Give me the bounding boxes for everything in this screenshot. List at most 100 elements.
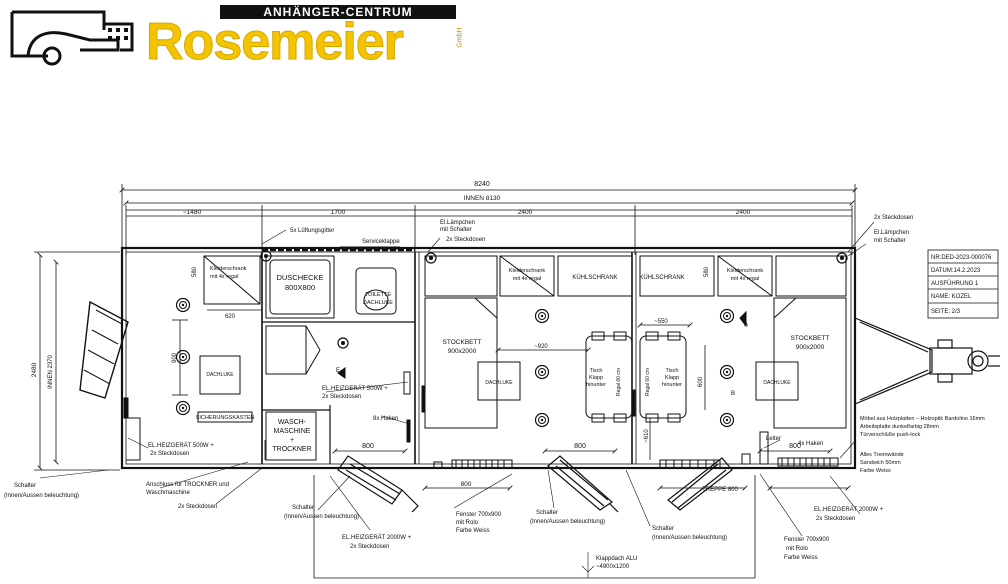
annotation-lamp: El.Lämpchen xyxy=(874,230,909,236)
room-label: DACHLUKE xyxy=(485,380,513,386)
room-label: DACHLUKE xyxy=(763,380,791,386)
ceiling-spot-icon xyxy=(534,364,550,380)
note-locks: Türverschlüße push-lock xyxy=(860,432,920,438)
annotation-switch: Schalter xyxy=(652,526,674,532)
bunk-room-right xyxy=(631,255,847,469)
fold-roof-markers xyxy=(581,552,595,578)
doors xyxy=(337,455,733,513)
lamp-icon xyxy=(337,337,349,349)
entry-zone xyxy=(79,255,261,461)
titleblock-name: NAME: KOZEL xyxy=(931,294,972,300)
annotation-window: mit Rolo xyxy=(456,520,479,526)
annotation-switch: Schalter xyxy=(536,510,558,516)
room-label: SICHERUNGSKASTEN xyxy=(196,415,255,421)
dim-620: 620 xyxy=(225,314,236,320)
annotation-sockets: 2x Steckdosen xyxy=(446,237,485,243)
dim-seg2: 1700 xyxy=(331,209,346,216)
annotation-switch-detail: (Innen/Aussen beleuchtung) xyxy=(284,514,359,520)
annotation-window: Farbe Weiss xyxy=(784,555,818,561)
dim-550: ~550 xyxy=(654,319,668,325)
annotation-hooks: 8x Haken xyxy=(373,416,398,422)
titleblock-number: NR:DED-2023-000076 xyxy=(931,255,992,261)
annotation-sockets: 2x Steckdosen xyxy=(350,544,389,550)
annotation-switch: Schalter xyxy=(14,483,36,489)
fridge-label: KÜHLSCHRANK xyxy=(639,274,684,281)
shelf-label: Regal 60 cm xyxy=(616,368,622,396)
notes: Möbel aus Holzplatten – Holzoptik Bardol… xyxy=(860,416,985,474)
titleblock-page: SEITE: 2/3 xyxy=(931,309,961,315)
annotation-sockets: 2x Steckdosen xyxy=(322,394,361,400)
ceiling-spot-icon xyxy=(719,364,735,380)
room-marker: E xyxy=(336,368,340,374)
annotation-connection: Anschluss für TROCKNER und xyxy=(146,482,229,488)
dim-inner: INNEN 8130 xyxy=(464,195,501,202)
shelf-label: Regal 60 cm xyxy=(645,368,651,396)
annotation-sockets: 2x Steckdosen xyxy=(874,215,913,221)
annotation-hooks: 4x Haken xyxy=(798,441,823,447)
ceiling-spot-icon xyxy=(175,400,191,416)
dim-800a: 800 xyxy=(362,443,374,450)
leader-lines xyxy=(39,221,875,537)
dim-inner-height: INNEN 2370 xyxy=(48,354,54,388)
dim-600: 600 xyxy=(698,376,704,387)
annotation-heater: EL.HEIZGERÄT 2000W + xyxy=(814,506,884,513)
trailer-logo-icon xyxy=(10,10,134,66)
dim-800c: 800 xyxy=(789,443,801,450)
room-label: DACHLUKE xyxy=(206,372,234,378)
title-block: NR:DED-2023-000076 DATUM:14.2.2023 AUSFÜ… xyxy=(927,249,999,319)
bunk-room-left xyxy=(421,255,633,469)
annotation-switch-detail: (Innen/Aussen beleuchtung) xyxy=(530,519,605,525)
note-walls: Farbe Weiss xyxy=(860,468,891,474)
annotation-switch-detail: (Innen/Aussen beleuchtung) xyxy=(4,493,79,499)
dim-height: 2480 xyxy=(31,362,38,377)
annotation-sockets: 2x Steckdosen xyxy=(150,451,189,457)
annotation-window: Farbe Weiss xyxy=(456,528,490,534)
annotation-lamp: El.Lämpchen xyxy=(440,220,475,226)
titleblock-date: DATUM:14.2.2023 xyxy=(931,268,981,274)
brand-name: Rosemeier xyxy=(146,13,405,71)
bathroom-zone xyxy=(265,255,411,461)
annotation-switch: Schalter xyxy=(292,505,314,511)
ceiling-spot-icon xyxy=(534,308,550,324)
annotation-lamp-switch: mit Schalter xyxy=(874,238,906,244)
annotation-fold-roof: Klappdach ALU xyxy=(596,556,637,562)
dim-treppe: TREPPE 800 xyxy=(702,487,738,493)
annotation-ladder: Leiter xyxy=(766,436,781,442)
annotation-ventilation: 5x Lüftungsgitter xyxy=(290,228,334,234)
room-marker: B xyxy=(731,391,735,397)
annotation-connection: Waschmaschine xyxy=(146,490,190,496)
annotation-sockets: 2x Steckdosen xyxy=(178,504,217,510)
annotation-sockets: 2x Steckdosen xyxy=(816,516,855,522)
titleblock-version: AUSFÜHRUNG 1 xyxy=(931,280,979,287)
lamp-icon xyxy=(425,252,437,264)
dim-seg4: 2400 xyxy=(736,209,751,216)
annotation-window: Fenster 700x900 xyxy=(784,537,830,543)
dim-overall: 8240 xyxy=(474,181,490,188)
annotation-lamp-switch: mit Schalter xyxy=(440,227,472,233)
annotation-fold-roof-size: ~4900x1200 xyxy=(596,564,630,570)
dim-800d: 800 xyxy=(461,481,472,488)
dim-580b: 580 xyxy=(704,266,710,277)
dim-610: ~610 xyxy=(644,429,650,443)
note-walls: Sandwich 50mm xyxy=(860,460,901,466)
ceiling-spot-icon xyxy=(175,297,191,313)
annotation-service-hatch: Serviceklappe xyxy=(362,239,400,245)
note-worktop: Arbeitsplatte dunkelfarbig 28mm xyxy=(860,424,939,430)
dimension-lines xyxy=(34,184,855,579)
dim-900: 900 xyxy=(172,352,178,363)
note-walls: Alles Trennwände xyxy=(860,452,904,458)
dim-920: ~920 xyxy=(534,344,548,350)
annotation-window: Fenster 700x900 xyxy=(456,512,502,518)
annotations: 5x Lüftungsgitter Serviceklappe El.Lämpc… xyxy=(4,215,913,570)
annotation-window: mit Rolo xyxy=(786,546,809,552)
ceiling-spot-icon xyxy=(719,308,735,324)
fridge-label: KÜHLSCHRANK xyxy=(572,274,617,281)
ceiling-spot-icon xyxy=(719,412,735,428)
